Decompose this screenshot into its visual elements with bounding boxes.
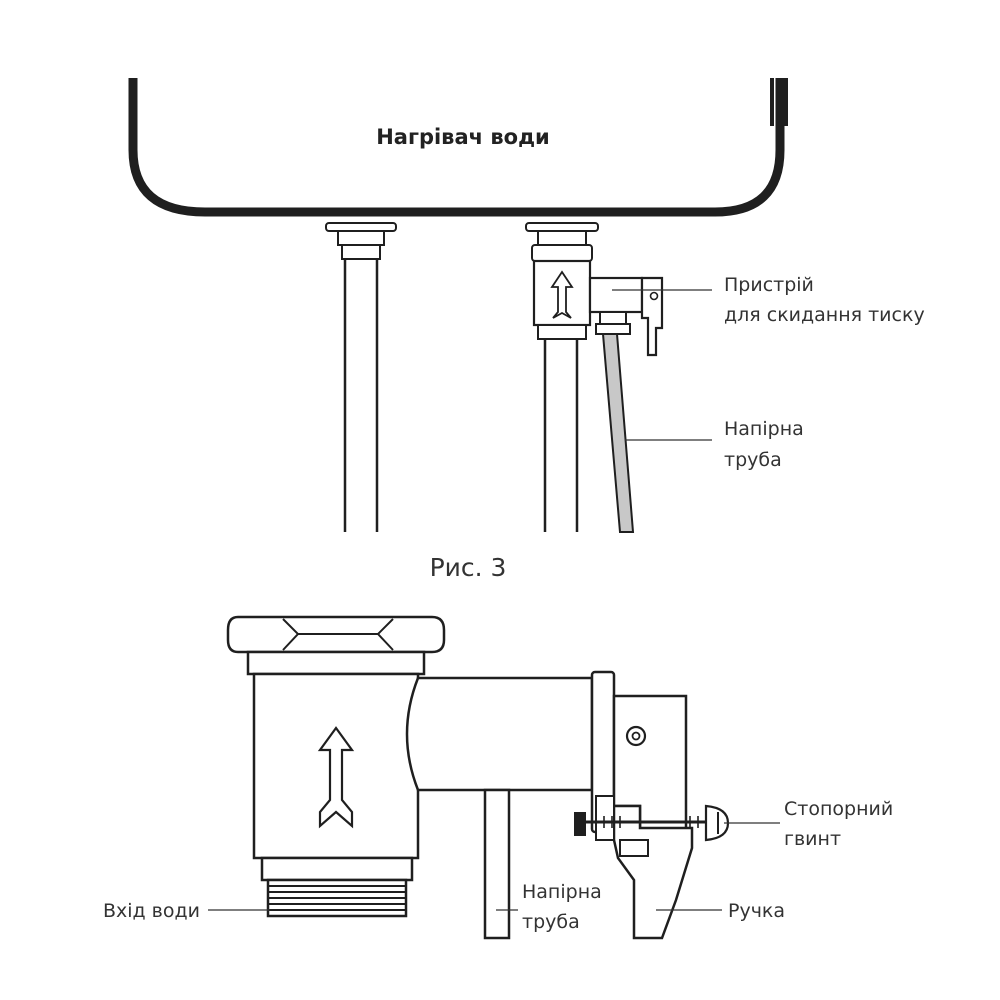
right-pipe-with-valve	[525, 222, 664, 533]
handle-label: Ручка	[728, 900, 785, 922]
pressure-pipe-label-3: Напірна	[522, 881, 602, 903]
heater-tank-outline	[128, 78, 785, 217]
valve-outlet-nut-2	[595, 323, 631, 335]
pressure-device-label-2: для скидання тиску	[724, 304, 925, 326]
stop-screw-nut	[574, 812, 586, 836]
heater-title: Нагрівач води	[376, 125, 550, 149]
pressure-hose	[601, 333, 635, 533]
valve-top-nut	[531, 244, 593, 262]
left-pipe	[325, 222, 397, 532]
water-inlet-label: Вхід води	[103, 900, 200, 922]
pressure-pipe-label-2: труба	[724, 449, 782, 471]
valve-main-body	[252, 672, 420, 860]
thread-collar	[260, 856, 414, 882]
pressure-device-label-1: Пристрій	[724, 274, 814, 296]
right-pipe-flange	[525, 222, 599, 232]
stop-screw	[574, 804, 730, 842]
heater-tank-edge-mark-2	[784, 78, 788, 126]
pressure-pipe-label-4: труба	[522, 911, 580, 933]
pressure-pipe-stub	[483, 788, 511, 940]
heater-tank-edge-mark	[770, 78, 774, 126]
valve-bottom-nut	[537, 324, 587, 340]
stop-screw-label-2: гвинт	[784, 828, 841, 850]
valve-side-pipe	[405, 676, 594, 792]
left-pipe-collar	[341, 244, 381, 260]
pressure-pipe-label-1: Напірна	[724, 418, 804, 440]
valve-handle-screw-small	[649, 291, 659, 301]
right-pipe-nut	[537, 230, 587, 246]
flange-clip	[595, 795, 615, 841]
arrow-up-icon	[317, 726, 355, 829]
valve-detail-figure: Стопорний гвинт Вхід води Напірна труба …	[103, 615, 893, 940]
left-pipe-flange	[325, 222, 397, 232]
left-pipe-nut	[337, 230, 385, 246]
valve-neck	[246, 650, 426, 676]
handle-pivot-inner	[631, 731, 641, 741]
valve-outlet-nut	[599, 311, 627, 325]
handle-pivot	[625, 725, 647, 747]
handle-latch	[619, 839, 649, 857]
heater-figure: Нагрівач води	[128, 78, 925, 533]
figure-caption: Рис. 3	[430, 553, 507, 582]
stop-screw-label-1: Стопорний	[784, 798, 893, 820]
arrow-up-icon	[550, 270, 574, 319]
valve-inlet-thread	[260, 856, 414, 918]
valve-side-outlet	[588, 276, 644, 314]
